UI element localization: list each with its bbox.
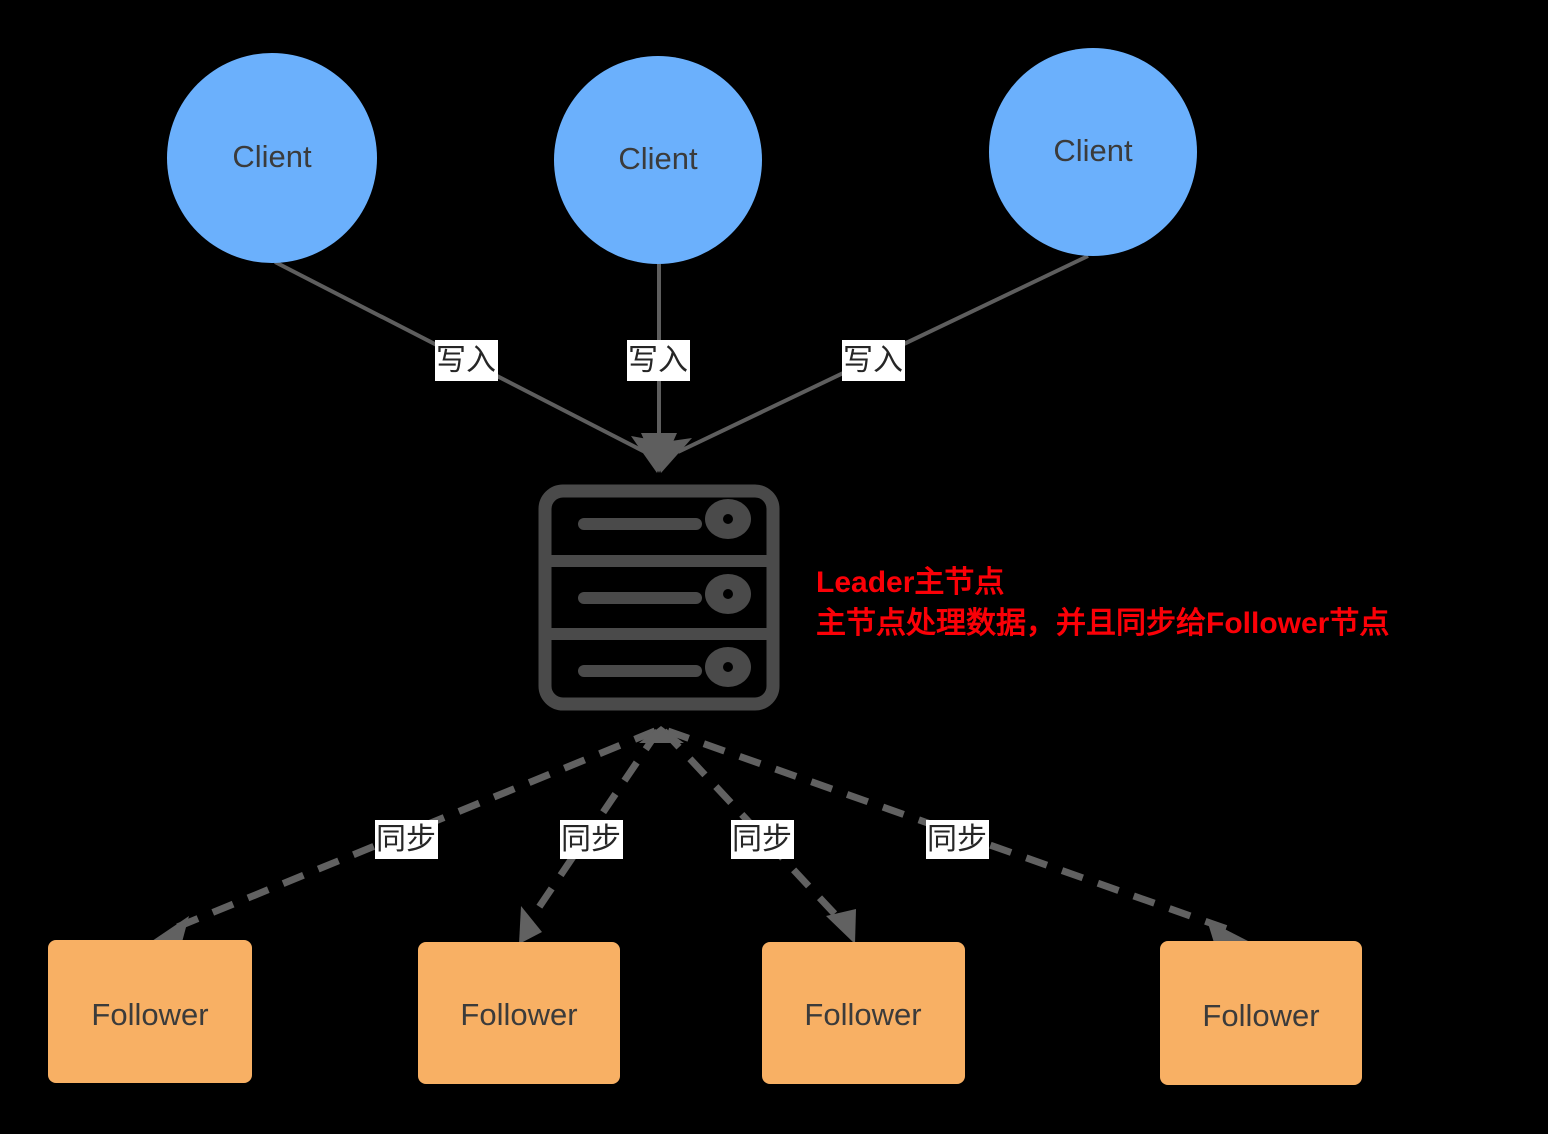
write-label-3: 写入 <box>842 340 905 381</box>
follower-node-2[interactable]: Follower <box>418 942 620 1084</box>
sync-label-4-bg <box>926 820 989 859</box>
follower-label-4: Follower <box>1202 998 1319 1033</box>
client-label-2: Client <box>618 141 698 176</box>
follower-rect-3[interactable] <box>762 942 965 1084</box>
write-label-2-text: 写入 <box>628 344 688 377</box>
sync-arrowhead-3 <box>826 909 856 944</box>
follower-node-1[interactable]: Follower <box>48 940 252 1083</box>
follower-label-3: Follower <box>804 997 921 1032</box>
server-slot-led-hole-3 <box>723 662 733 672</box>
sync-label-1: 同步 <box>375 820 438 859</box>
sync-label-1-text: 同步 <box>376 823 436 856</box>
leader-annotation-line-2: 主节点处理数据，并且同步给Follower节点 <box>816 607 1389 640</box>
sync-edge-1 <box>168 727 657 934</box>
follower-rect-4[interactable] <box>1160 941 1362 1085</box>
write-arrowhead-3 <box>650 438 692 473</box>
sync-edge-group <box>152 726 1248 946</box>
sync-label-3-bg <box>731 820 794 859</box>
leader-annotation-line-1: Leader主节点 <box>816 566 1004 599</box>
follower-label-2: Follower <box>460 997 577 1032</box>
client-node-2[interactable]: Client <box>554 56 762 264</box>
client-node-3[interactable]: Client <box>989 48 1197 256</box>
write-label-3-bg <box>842 340 905 381</box>
write-label-3-text: 写入 <box>843 344 903 377</box>
follower-label-1: Follower <box>91 997 208 1032</box>
write-label-1-text: 写入 <box>436 344 496 377</box>
server-slot-bar-2 <box>578 592 702 604</box>
sync-label-2: 同步 <box>560 820 623 859</box>
client-circle-1[interactable] <box>167 53 377 263</box>
sync-label-2-bg <box>560 820 623 859</box>
sync-arrowhead-1 <box>152 916 189 946</box>
sync-label-4-text: 同步 <box>927 823 987 856</box>
sync-label-3-text: 同步 <box>732 823 792 856</box>
follower-node-4[interactable]: Follower <box>1160 941 1362 1085</box>
sync-label-4: 同步 <box>926 820 989 859</box>
sync-label-3: 同步 <box>731 820 794 859</box>
write-label-1-bg <box>435 340 498 381</box>
write-label-2: 写入 <box>627 340 690 381</box>
leader-annotation: Leader主节点 主节点处理数据，并且同步给Follower节点 <box>816 566 1389 640</box>
server-outer-frame <box>538 484 780 711</box>
client-node-1[interactable]: Client <box>167 53 377 263</box>
server-slot-led-hole-1 <box>723 514 733 524</box>
server-slot-bar-3 <box>578 665 702 677</box>
client-circle-3[interactable] <box>989 48 1197 256</box>
write-label-1: 写入 <box>435 340 498 381</box>
server-slot-led-hole-2 <box>723 589 733 599</box>
sync-fanout-tip <box>639 726 684 743</box>
follower-rect-1[interactable] <box>48 940 252 1083</box>
write-label-2-bg <box>627 340 690 381</box>
follower-node-3[interactable]: Follower <box>762 942 965 1084</box>
sync-arrowhead-2 <box>519 906 542 944</box>
client-label-1: Client <box>232 139 312 174</box>
client-circle-2[interactable] <box>554 56 762 264</box>
leader-server-icon[interactable] <box>538 484 780 711</box>
sync-label-2-text: 同步 <box>561 823 621 856</box>
server-slot-bar-1 <box>578 518 702 530</box>
client-label-3: Client <box>1053 133 1133 168</box>
sync-arrowhead-4 <box>1207 920 1248 946</box>
sync-edge-4 <box>666 727 1232 934</box>
sync-label-1-bg <box>375 820 438 859</box>
follower-rect-2[interactable] <box>418 942 620 1084</box>
